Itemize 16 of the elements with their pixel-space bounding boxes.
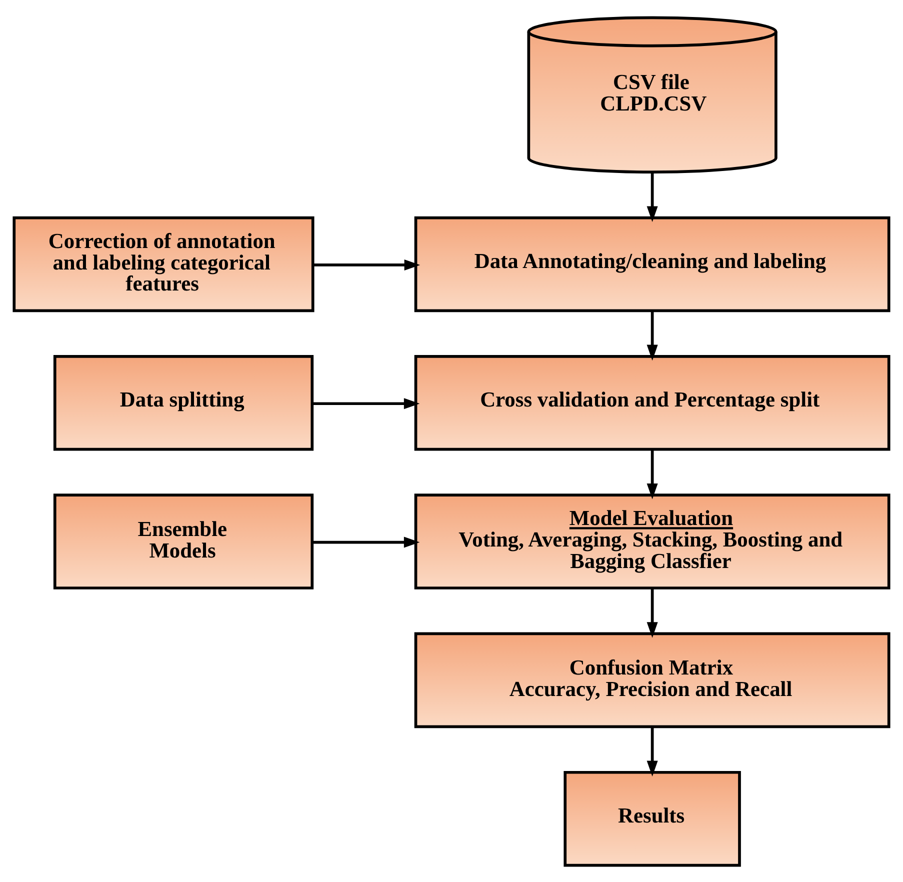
node-box: Correction of annotation and labeling categorical features bbox=[12, 216, 314, 312]
arrow bbox=[312, 536, 420, 548]
node-box: Data splitting bbox=[53, 354, 314, 450]
arrow bbox=[646, 588, 658, 638]
arrow bbox=[314, 258, 420, 270]
node-box: Confusion Matrix Accuracy, Precision and Recall bbox=[414, 632, 890, 728]
node-box: Data Annotating/cleaning and labeling bbox=[414, 216, 890, 312]
arrow bbox=[312, 398, 420, 409]
arrow bbox=[646, 448, 658, 499]
arrow bbox=[646, 172, 658, 222]
node-box: Model Evaluation Voting, Averaging, Stacking, Boosting and Bagging Classfier bbox=[414, 493, 890, 589]
arrow bbox=[646, 726, 658, 776]
node-box: Results bbox=[564, 770, 741, 866]
arrow bbox=[646, 310, 658, 360]
node-box: Ensemble Models bbox=[53, 493, 314, 589]
node-box: Cross validation and Percentage split bbox=[414, 354, 890, 450]
